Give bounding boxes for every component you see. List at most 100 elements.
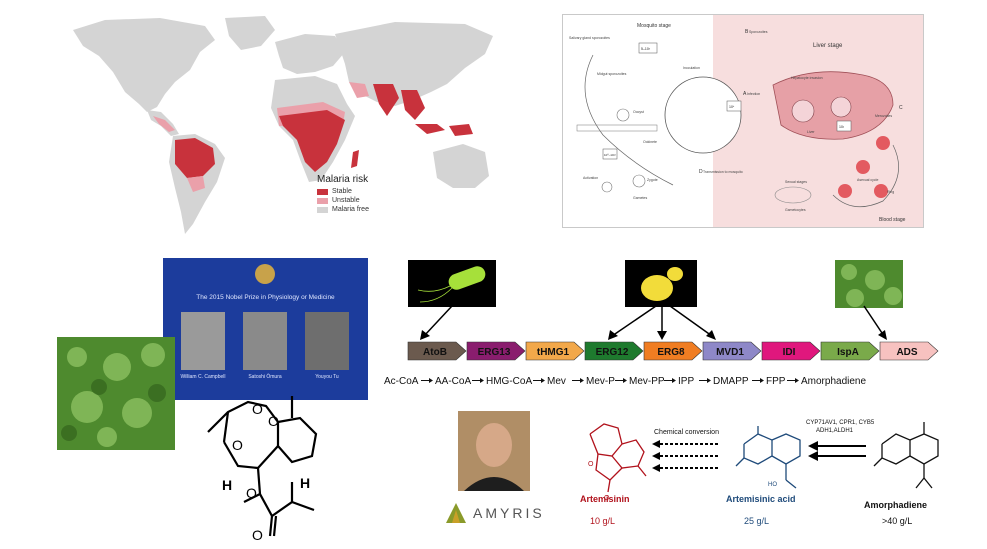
lifecycle-drawing: Mosquito stage Liver stage Blood stage A… [563,15,923,227]
skin-circle [664,76,742,154]
scientist-photo [458,411,530,491]
label-d: D [699,169,703,175]
pointer-arrow [423,305,453,337]
text-ookinete: Ookinete [643,140,657,144]
arrow-head [652,440,660,448]
risk-indonesia [415,124,445,134]
pointer-arrow [657,331,667,340]
malaria-lifecycle-diagram: Mosquito stage Liver stage Blood stage A… [562,14,924,228]
atom-o: O [232,437,243,453]
pathway-arrow-head [429,378,433,383]
molecule-drawing: O O O O H H O [207,396,318,543]
gene-label: ERG12 [596,347,629,358]
gamete-icon [601,181,613,193]
text-box1: 5–10³ [641,47,651,51]
text-merozoites: Merozoites [875,114,892,118]
text-sporozoites: Sporozoites [749,30,768,34]
metabolite-label: FPP [766,376,786,387]
risk-southeast-asia-stable [401,90,425,120]
gene-label: AtoB [423,347,447,358]
pointer-arrow [669,305,713,337]
amorphadiene-label: Amorphadiene [864,500,927,510]
landmass-north-america [73,18,215,112]
atom-o: O [252,401,263,417]
pointer-arrow [420,330,430,340]
gene-arrow-mvd1 [702,341,762,361]
legend-title: Malaria risk [317,174,369,185]
gene-arrow-erg8 [643,341,703,361]
landmass-australia [433,144,489,188]
bacterium-icon [408,260,496,307]
pathway-arrow-head [480,378,484,383]
chemical-conversion-label: Chemical conversion [654,429,719,436]
metabolite-label: Mev [547,376,566,387]
atom-h: H [222,477,232,493]
rbc-icon [874,184,888,198]
synthesis-drawing: O O Artemisinin 10 g/L Chemical conversi… [580,420,939,526]
plant-texture [57,337,175,450]
laureate-name: Youyou Tu [315,374,339,380]
gene-label: MVD1 [716,347,744,358]
gene-arrow-erg12 [584,341,644,361]
artemisinin-structure-large: O O O O H H O [188,392,338,543]
nobel-prize-panel: The 2015 Nobel Prize in Physiology or Me… [163,258,368,400]
world-map [73,16,493,234]
amyris-wordmark: AMYRIS [473,505,545,521]
legend-swatch-stable [317,188,328,195]
pathway-arrow-head [707,378,711,383]
atom-o: O [604,495,610,502]
legend-label-stable: Stable [332,188,352,195]
text-liver: Liver [807,130,815,134]
artemisinin-titer: 10 g/L [590,516,615,526]
laureate-name: Satoshi Ōmura [248,374,282,380]
pointer-arrow [863,305,885,337]
cycle-arrow [832,144,899,208]
count-box [726,100,742,112]
label-b: B [745,29,749,35]
atom-o: O [268,413,279,429]
risk-middle-east-unstable [349,82,369,98]
landmass-europe [275,34,345,74]
text-box3: 10² [839,125,845,129]
portrait-campbell [181,312,225,370]
artemisinic-acid-titer: 25 g/L [744,516,769,526]
plant-texture [835,260,903,308]
risk-central-america [153,116,175,132]
legend-label-unstable: Unstable [332,197,360,204]
gene-label: ADS [896,347,917,358]
cooh-label: HO [768,482,777,488]
count-box [602,148,618,160]
arrow-head [652,452,660,460]
mosquito-cycle-arrow [584,54,674,186]
legend-item-free: Malaria free [317,205,427,214]
gametocyte-icon [774,186,812,204]
amorphadiene-titer: >40 g/L [882,516,912,526]
text-ring: Ring [887,190,894,194]
gene-arrow-idi [761,341,821,361]
gene-label: IDI [783,347,796,358]
legend-swatch-unstable [317,197,328,204]
risk-south-america-stable [175,138,215,178]
rbc-icon [856,160,870,174]
pathway-arrow-head [580,378,584,383]
midgut-wall [576,124,658,132]
metabolite-label: Ac-CoA [384,376,419,387]
pointer-arrow [706,330,716,340]
legend-item-unstable: Unstable [317,196,427,205]
metabolite-label: Mev-P [586,376,615,387]
artemisinin-synthesis-scheme: O O Artemisinin 10 g/L Chemical conversi… [560,400,970,544]
legend-label-free: Malaria free [332,206,369,213]
arrow-head [652,464,660,472]
schizont-icon [830,96,852,118]
label-c: C [899,105,903,111]
risk-africa-stable [279,110,345,172]
rbc-icon [838,184,852,198]
text-box4: 10⁸–10¹² [604,153,616,157]
artemisia-plant-photo [57,337,175,450]
text-transmission: Transmission to mosquito [703,170,743,174]
atom-o: O [588,461,594,468]
text-oocyst: Oocyst [633,110,644,114]
pointer-arrow [611,305,657,337]
